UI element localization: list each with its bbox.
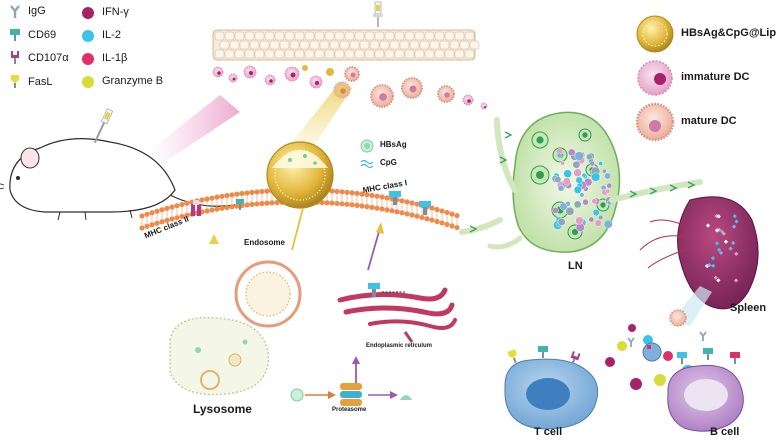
b-cell-label: B cell — [710, 426, 740, 438]
lymph-node — [459, 111, 703, 253]
arrow-to-proteasome — [290, 388, 336, 402]
legend-granzyme-b-label: Granzyme B — [102, 75, 164, 87]
legend-il1b-label: IL-1β — [102, 52, 128, 64]
proteasome-label: Proteasome — [332, 407, 367, 413]
legend-igg-label: IgG — [28, 5, 46, 17]
legend-left — [10, 5, 20, 88]
endosome-label: Endosome — [244, 238, 285, 247]
mhc-class-i-molecule-2 — [419, 201, 431, 215]
mature-dc-icon — [635, 102, 675, 142]
cytokine-cluster — [605, 324, 707, 390]
arrow-er-to-mhc1 — [367, 222, 384, 271]
legend-right — [635, 15, 675, 142]
arrow-lysosome-to-mhc2 — [209, 234, 219, 315]
legend-liposome-label: HBsAg&CpG@Lip — [681, 27, 777, 39]
arrow-proteasome-to-er — [352, 356, 360, 385]
syringe-top-icon — [373, 1, 383, 27]
legend-immature-dc-label: immature DC — [681, 71, 750, 83]
lysosome-label: Lysosome — [193, 402, 252, 416]
legend-mid — [82, 7, 94, 88]
membrane-receptor-icon — [236, 199, 244, 210]
cd69-receptor — [538, 346, 548, 358]
cpg-label: CpG — [380, 158, 397, 167]
cd69-icon — [10, 29, 20, 41]
arrow-proteasome-to-peptide — [368, 391, 412, 400]
arrow-liposome-to-endosome — [291, 207, 304, 251]
hbsag-label: HBsAg — [380, 140, 407, 149]
spleen — [639, 196, 759, 310]
lymph-flow-arrows — [469, 131, 696, 233]
immature-dc-icon — [637, 60, 673, 96]
ifn-gamma-icon — [82, 7, 94, 19]
lysosome — [169, 316, 270, 396]
zoom-beam-mouse — [150, 95, 240, 165]
fasl-receptor — [507, 349, 517, 364]
fasl-icon — [11, 75, 19, 88]
cpg-icon — [360, 159, 374, 169]
lymph-node-label: LN — [568, 260, 583, 272]
small-mature-dc — [642, 309, 687, 362]
legend-mature-dc-label: mature DC — [681, 115, 737, 127]
legend-cd69-label: CD69 — [28, 29, 57, 41]
endoplasmic-reticulum — [337, 283, 457, 343]
mhc-class-i-molecule — [389, 191, 401, 205]
hbsag-icon — [360, 139, 374, 153]
legend-fasl-label: FasL — [28, 76, 53, 88]
syringe-mouse-icon — [93, 108, 114, 144]
liposome-icon — [636, 15, 674, 53]
endosome — [234, 260, 302, 328]
mhc-class-ii-molecule — [191, 200, 201, 216]
granzyme-b-icon — [82, 76, 94, 88]
il2-icon — [82, 30, 94, 42]
skin-tissue — [212, 29, 480, 61]
il1b-icon — [82, 53, 94, 65]
liposome-large — [266, 141, 334, 209]
proteasome-icon — [340, 383, 362, 406]
spleen-label: Spleen — [730, 302, 767, 314]
igg-icon — [10, 5, 20, 18]
t-cell-label: T cell — [534, 426, 563, 438]
endoplasmic-reticulum-label: Endoplasmic reticulum — [366, 343, 433, 349]
t-cell — [504, 346, 599, 430]
cd107a-receptor — [570, 351, 581, 365]
cd107a-icon — [11, 51, 19, 64]
legend-ifn-gamma-label: IFN-γ — [102, 6, 129, 18]
mouse-illustration — [0, 138, 236, 221]
b-cell — [667, 348, 744, 432]
legend-il2-label: IL-2 — [102, 29, 121, 41]
legend-cd107a-label: CD107α — [28, 52, 69, 64]
